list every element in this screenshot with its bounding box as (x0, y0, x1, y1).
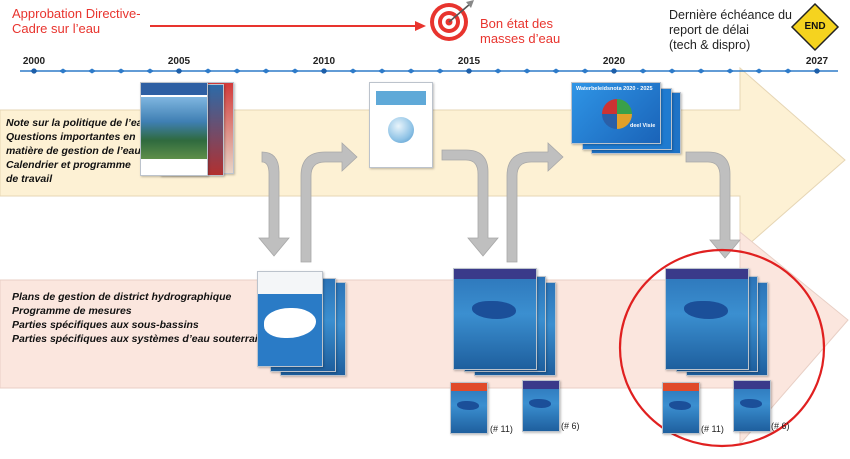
document-small-2027-b (733, 380, 771, 432)
timeline (20, 68, 838, 74)
timeline-year-marker (176, 68, 182, 74)
timeline-year-marker (611, 68, 617, 74)
timeline-tick (349, 68, 357, 74)
timeline-tick (726, 68, 734, 74)
document-cover-2005-front (140, 82, 208, 176)
bon-etat-line-2: masses d’eau (480, 31, 561, 46)
timeline-tick (59, 68, 67, 74)
flow-arrow-4 (506, 142, 564, 263)
approbation-line-1: Approbation Directive- (12, 6, 141, 21)
timeline-tick (88, 68, 96, 74)
timeline-tick (146, 68, 154, 74)
approbation-line-2: Cadre sur l’eau (12, 21, 101, 36)
timeline-tick (784, 68, 792, 74)
document-cover-2020-front: Waterbeleidsnota 2020 - 2025 deel Visie (571, 82, 661, 144)
timeline-tick (407, 68, 415, 74)
bottom-band-text: Plans de gestion de district hydrographi… (12, 290, 270, 346)
timeline-year-label: 2020 (602, 56, 626, 67)
bottom-band-line-4: Parties spécifiques aux systèmes d’eau s… (12, 333, 270, 345)
timeline-tick (697, 68, 705, 74)
timeline-year-marker (31, 68, 37, 74)
top-band-text: Note sur la politique de l’eau Questions… (6, 116, 149, 186)
count-label-2027-a: (# 11) (701, 424, 724, 434)
timeline-tick (204, 68, 212, 74)
deel-visie-label: deel Visie (630, 123, 656, 129)
target-icon (430, 0, 474, 41)
count-label-2027-b: (# 6) (771, 421, 790, 431)
timeline-tick (233, 68, 241, 74)
derniere-line-3: (tech & dispro) (669, 38, 751, 52)
bottom-band-line-1: Plans de gestion de district hydrographi… (12, 291, 232, 303)
approbation-arrow (150, 21, 426, 31)
document-small-2015-b (522, 380, 560, 432)
top-band-line-1: Note sur la politique de l’eau (6, 117, 149, 129)
document-cover-2015-top (369, 82, 433, 168)
timeline-year-label: 2015 (457, 56, 481, 67)
timeline-tick (581, 68, 589, 74)
derniere-line-2: report de délai (669, 23, 749, 37)
waterbeleidsnota-title: Waterbeleidsnota 2020 - 2025 (576, 86, 653, 92)
flow-arrow-1 (258, 151, 290, 257)
timeline-year-label: 2010 (312, 56, 336, 67)
highlight-circle (618, 248, 826, 448)
timeline-tick (378, 68, 386, 74)
timeline-tick (291, 68, 299, 74)
timeline-tick (494, 68, 502, 74)
document-cover-2027-front (665, 268, 749, 370)
derniere-echeance-title: Dernière échéance du report de délai (te… (669, 8, 792, 53)
timeline-tick (436, 68, 444, 74)
flow-arrow-2 (300, 142, 358, 263)
count-label-2015-a: (# 11) (490, 424, 513, 434)
bon-etat-title: Bon état des masses d’eau (480, 16, 560, 46)
top-band-line-3: matière de gestion de l’eau (6, 145, 141, 157)
derniere-line-1: Dernière échéance du (669, 8, 792, 22)
flow-arrow-3 (441, 149, 499, 257)
timeline-year-marker (466, 68, 472, 74)
end-sign-label: END (804, 21, 826, 32)
timeline-tick (639, 68, 647, 74)
timeline-tick (755, 68, 763, 74)
top-band-line-4: Calendrier et programme (6, 159, 131, 171)
timeline-tick (523, 68, 531, 74)
timeline-tick (262, 68, 270, 74)
count-label-2015-b: (# 6) (561, 421, 580, 431)
timeline-year-marker (321, 68, 327, 74)
document-cover-2015-bottom-front (453, 268, 537, 370)
timeline-tick (668, 68, 676, 74)
bottom-band-line-3: Parties spécifiques aux sous-bassins (12, 319, 199, 331)
timeline-tick (552, 68, 560, 74)
document-small-2015-a (450, 382, 488, 434)
timeline-tick (117, 68, 125, 74)
approbation-title: Approbation Directive- Cadre sur l’eau (12, 6, 141, 36)
end-sign-icon (790, 2, 840, 52)
top-band-line-5: de travail (6, 173, 53, 185)
document-cover-2010-front (257, 271, 323, 367)
bottom-band-line-2: Programme de mesures (12, 305, 132, 317)
timeline-year-label: 2027 (805, 56, 829, 67)
top-band-line-2: Questions importantes en (6, 131, 136, 143)
document-small-2027-a (662, 382, 700, 434)
bon-etat-line-1: Bon état des (480, 16, 553, 31)
timeline-year-label: 2005 (167, 56, 191, 67)
timeline-year-label: 2000 (22, 56, 46, 67)
timeline-year-marker (814, 68, 820, 74)
